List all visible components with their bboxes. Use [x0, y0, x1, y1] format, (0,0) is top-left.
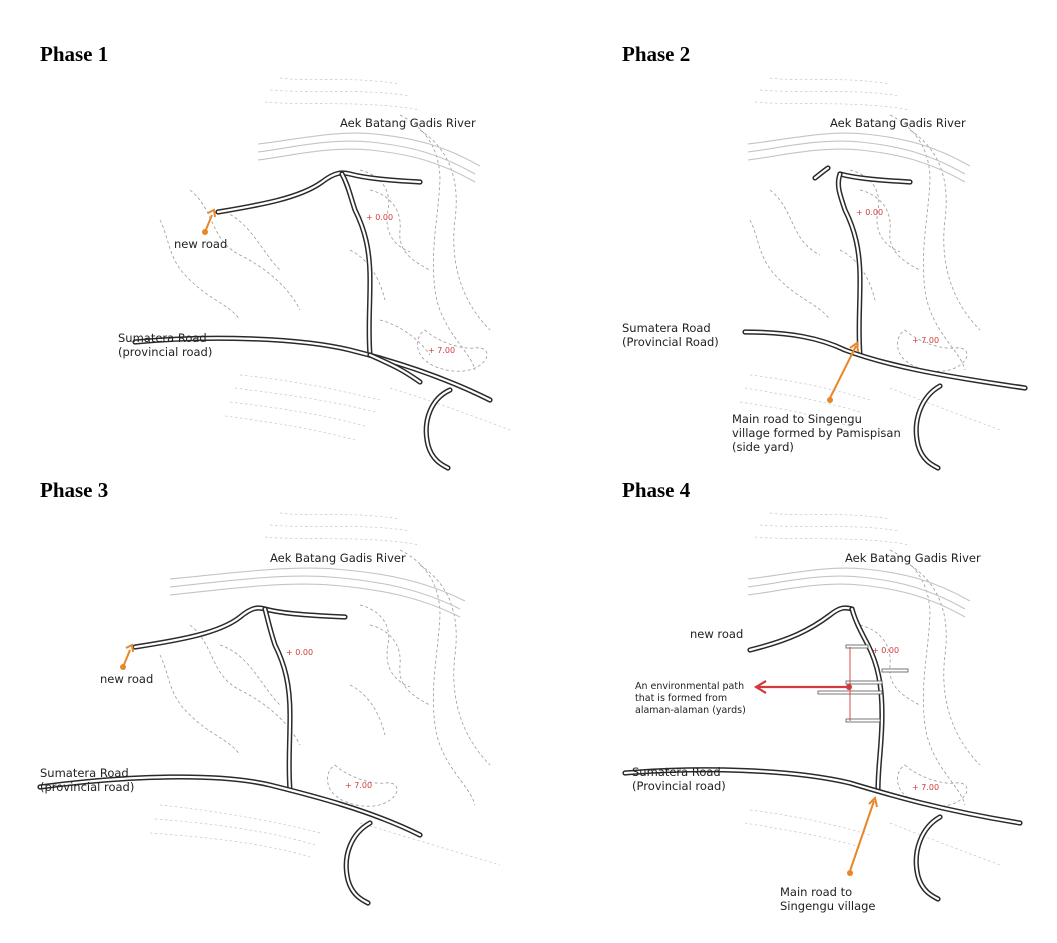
phase-4-map: Aek Batang Gadis River + 0.00 + 7.00 new…	[622, 512, 1023, 913]
new-road-arrow	[202, 208, 216, 235]
sumatera-road-sublabel: (Provincial Road)	[622, 335, 719, 349]
main-road-label-3: (side yard)	[732, 440, 794, 454]
river-label: Aek Batang Gadis River	[270, 551, 406, 565]
main-road-label-1: Main road to Singengu	[732, 412, 862, 426]
elevation-7: + 7.00	[912, 783, 939, 792]
phase-4-title: Phase 4	[622, 478, 691, 502]
main-road-label-1: Main road to	[780, 885, 852, 899]
main-road-arrow	[847, 796, 878, 876]
elevation-0: + 0.00	[856, 208, 883, 217]
main-road-label-2: Singengu village	[780, 899, 876, 913]
sumatera-road-label: Sumatera Road	[118, 331, 207, 345]
yard-paths	[817, 644, 909, 723]
elevation-0: + 0.00	[366, 213, 393, 222]
sumatera-road-sublabel: (provincial road)	[118, 345, 212, 359]
elevation-7: + 7.00	[428, 346, 455, 355]
env-path-label-1: An environmental path	[635, 681, 744, 692]
new-road-label: new road	[174, 237, 227, 251]
sumatera-road-sublabel: (provincial road)	[40, 780, 134, 794]
sumatera-road-label: Sumatera Road	[632, 765, 721, 779]
new-road-label: new road	[100, 672, 153, 686]
contour-lines	[149, 512, 501, 866]
river	[747, 567, 971, 618]
elevation-0: + 0.00	[286, 648, 313, 657]
phase-1-map: Aek Batang Gadis River + 0.00 + 7.00 new…	[118, 77, 511, 471]
elevation-0: + 0.00	[872, 646, 899, 655]
env-path-label-3: alaman-alaman (yards)	[635, 705, 746, 716]
river	[257, 132, 481, 183]
phase-1-title: Phase 1	[40, 42, 109, 66]
road-network	[37, 605, 423, 906]
river-label: Aek Batang Gadis River	[845, 551, 981, 565]
phase-2-map: Aek Batang Gadis River + 0.00 + 7.00 Mai…	[622, 77, 1028, 471]
sumatera-road-sublabel: (Provincial road)	[632, 779, 726, 793]
river-label: Aek Batang Gadis River	[340, 116, 476, 130]
road-network	[742, 165, 1028, 471]
road-network	[132, 170, 493, 471]
river	[169, 567, 466, 618]
elevation-7: + 7.00	[345, 781, 372, 790]
road-network	[622, 605, 1023, 902]
phase-3-title: Phase 3	[40, 478, 109, 502]
main-road-label-2: village formed by Pamispisan	[732, 426, 901, 440]
elevation-7: + 7.00	[912, 336, 939, 345]
sumatera-road-label: Sumatera Road	[40, 766, 129, 780]
new-road-label: new road	[690, 627, 743, 641]
contour-lines	[744, 512, 1001, 866]
new-road-arrow	[120, 643, 134, 670]
phase-3-map: Aek Batang Gadis River + 0.00 + 7.00 new…	[37, 512, 501, 906]
river-label: Aek Batang Gadis River	[830, 116, 966, 130]
environmental-path-arrow	[753, 680, 852, 694]
phase-2-title: Phase 2	[622, 42, 691, 66]
river	[747, 132, 971, 183]
env-path-label-2: that is formed from	[635, 693, 727, 704]
sumatera-road-label: Sumatera Road	[622, 321, 711, 335]
main-road-arrow	[827, 341, 859, 403]
